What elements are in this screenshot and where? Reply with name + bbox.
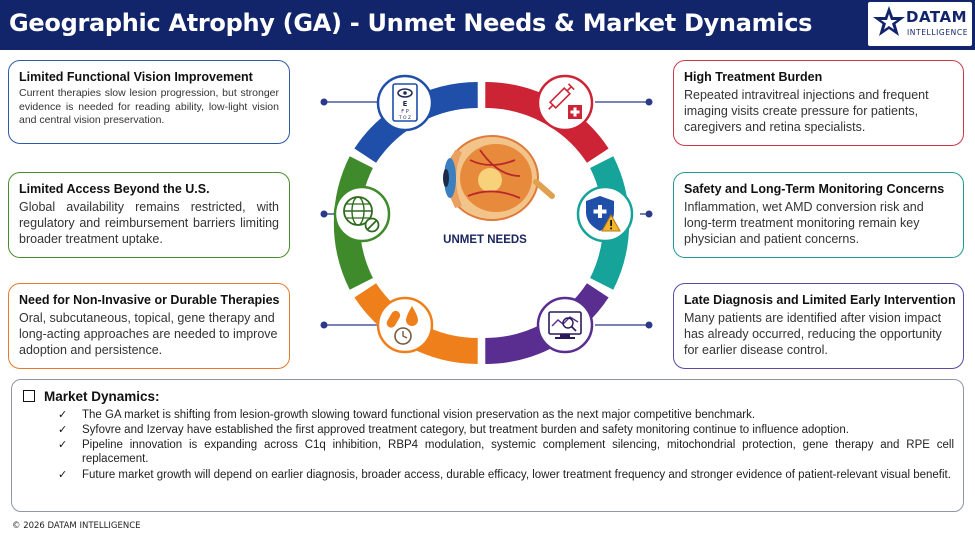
card-body: Repeated intravitreal injections and fre… <box>684 88 929 134</box>
list-item-text: Pipeline innovation is expanding across … <box>82 439 954 466</box>
logo-subtitle: INTELLIGENCE <box>907 28 969 37</box>
checkmark-icon: ✓ <box>58 408 68 421</box>
svg-text:E: E <box>403 100 408 108</box>
star-logo-icon <box>873 6 905 36</box>
header-bar: Geographic Atrophy (GA) - Unmet Needs & … <box>0 0 975 50</box>
card-body: Inflammation, wet AMD conversion risk an… <box>684 200 924 246</box>
list-item: ✓ The GA market is shifting from lesion-g… <box>58 408 954 422</box>
eye-anatomy-icon <box>443 135 555 221</box>
market-dynamics-heading: Market Dynamics: <box>23 389 160 404</box>
page-title: Geographic Atrophy (GA) - Unmet Needs & … <box>9 9 813 37</box>
list-item: ✓ Future market growth will depend on ear… <box>58 468 954 482</box>
card-title: Safety and Long-Term Monitoring Concerns <box>684 182 945 196</box>
pills-clock-icon <box>376 296 434 354</box>
card-title: Need for Non-Invasive or Durable Therapi… <box>19 293 280 307</box>
card-body: Many patients are identified after visio… <box>684 311 942 357</box>
eye-chart-icon: E F P T O Z <box>376 74 434 132</box>
syringe-hospital-icon <box>536 74 594 132</box>
checkmark-icon: ✓ <box>58 423 68 437</box>
market-heading-text: Market Dynamics: <box>44 389 160 404</box>
checkbox-square-icon <box>23 390 35 402</box>
svg-text:F P: F P <box>401 109 408 115</box>
shield-warning-icon <box>576 185 634 243</box>
list-item-text: Future market growth will depend on earl… <box>82 468 951 481</box>
checkmark-icon: ✓ <box>58 438 68 452</box>
card-body: Current therapies slow lesion progressio… <box>19 87 279 126</box>
logo-name: DATAM <box>906 8 967 26</box>
card-title: Late Diagnosis and Limited Early Interve… <box>684 293 956 307</box>
card-late-diagnosis: Late Diagnosis and Limited Early Interve… <box>673 283 964 369</box>
card-body: Global availability remains restricted, … <box>19 200 279 246</box>
card-functional-vision: Limited Functional Vision Improvement Cu… <box>8 60 290 144</box>
svg-text:T O Z: T O Z <box>398 115 411 121</box>
card-non-invasive-therapies: Need for Non-Invasive or Durable Therapi… <box>8 283 290 369</box>
list-item: ✓ Syfovre and Izervay have established th… <box>58 423 954 437</box>
market-dynamics-panel: Market Dynamics: ✓ The GA market is shift… <box>11 379 964 512</box>
center-label: UNMET NEEDS <box>443 234 527 246</box>
card-treatment-burden: High Treatment Burden Repeated intravitr… <box>673 60 964 146</box>
connector-dots <box>320 98 653 329</box>
list-item-text: The GA market is shifting from lesion-gr… <box>82 409 756 421</box>
card-limited-access: Limited Access Beyond the U.S. Global av… <box>8 172 290 258</box>
checkmark-icon: ✓ <box>58 467 68 481</box>
market-dynamics-list: ✓ The GA market is shifting from lesion-g… <box>58 408 954 483</box>
datam-logo: DATAM INTELLIGENCE <box>868 2 972 46</box>
list-item-text: Syfovre and Izervay have established the… <box>82 424 849 437</box>
card-title: Limited Functional Vision Improvement <box>19 70 253 84</box>
globe-restricted-icon <box>333 185 391 243</box>
list-item: ✓ Pipeline innovation is expanding across… <box>58 438 954 466</box>
scan-monitor-icon <box>536 296 594 354</box>
card-safety-monitoring: Safety and Long-Term Monitoring Concerns… <box>673 172 964 258</box>
card-title: Limited Access Beyond the U.S. <box>19 182 210 196</box>
copyright-footer: © 2026 DATAM INTELLIGENCE <box>12 521 141 531</box>
card-body: Oral, subcutaneous, topical, gene therap… <box>19 311 278 357</box>
card-title: High Treatment Burden <box>684 70 823 84</box>
